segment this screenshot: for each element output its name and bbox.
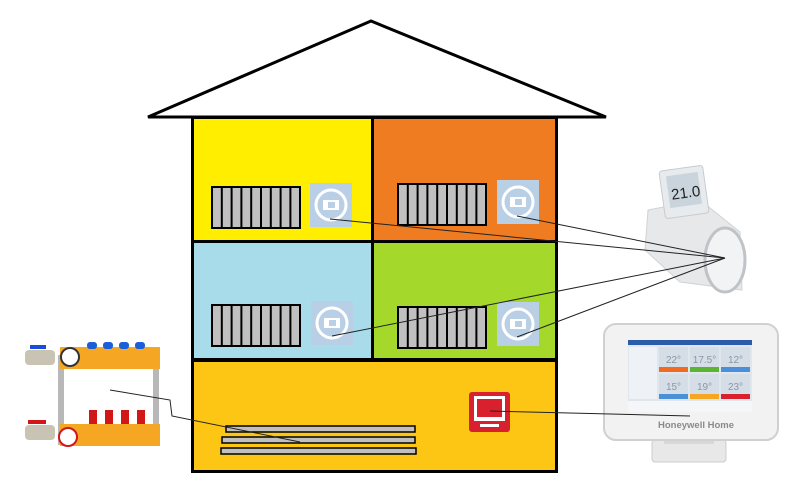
connection-lines <box>109 215 726 443</box>
underfloor-heating-pipes <box>220 425 417 455</box>
brand-logo: Honeywell Home <box>658 420 734 431</box>
zone-tile: 17.5° <box>690 347 719 372</box>
zone-tile: 22° <box>659 347 688 372</box>
zone-temp: 15° <box>666 382 681 393</box>
zone-temp: 12° <box>728 355 743 366</box>
radiator <box>211 186 301 229</box>
thermostat-icon <box>497 180 539 224</box>
radiator <box>211 304 301 347</box>
zone-tile: 15° <box>659 374 688 399</box>
thermostat-icon <box>497 302 539 346</box>
zone-tile: 19° <box>690 374 719 399</box>
zone-temp: 22° <box>666 355 681 366</box>
thermostat-icon <box>310 183 352 227</box>
zone-temp: 17.5° <box>693 355 716 366</box>
controller-icon <box>469 392 510 432</box>
honeywell-controller: 22° 17.5° 12° 15° 19° 23° Honeywell Home <box>603 323 779 463</box>
radiator <box>397 183 487 226</box>
zone-temp: 19° <box>697 382 712 393</box>
underfloor-manifold <box>25 342 160 447</box>
radiator-thermostat-device: 21.0 <box>644 165 747 294</box>
zone-tile: 23° <box>721 374 750 399</box>
zone-tile: 12° <box>721 347 750 372</box>
thermostat-icon <box>311 301 353 345</box>
radiator <box>397 306 487 349</box>
thermostat-display: 21.0 <box>670 183 701 204</box>
zone-temp: 23° <box>728 382 743 393</box>
roof <box>147 19 607 119</box>
